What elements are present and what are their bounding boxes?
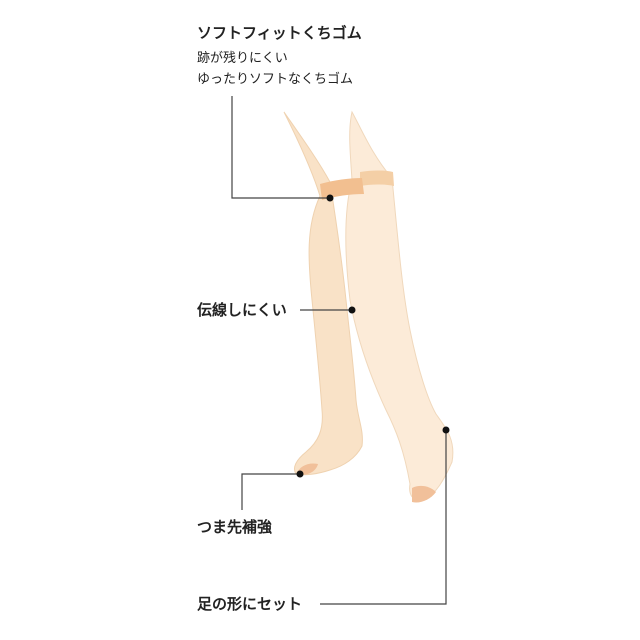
leader-toe bbox=[241, 473, 300, 510]
dot-top bbox=[326, 194, 334, 202]
back-leg-band bbox=[360, 170, 394, 186]
callout-toe-title: つま先補強 bbox=[197, 518, 273, 536]
leader-top bbox=[231, 96, 330, 199]
callout-middle-title: 伝線しにくい bbox=[197, 301, 287, 319]
callout-top-line-2: ゆったりソフトなくちゴム bbox=[197, 72, 354, 87]
leader-fit bbox=[320, 430, 447, 605]
toe-patch bbox=[412, 485, 436, 503]
dot-fit bbox=[442, 426, 450, 434]
callout-top-line-1: 跡が残りにくい bbox=[197, 51, 288, 66]
callout-fit-title: 足の形にセット bbox=[197, 595, 303, 613]
dot-toe bbox=[296, 470, 304, 478]
front-leg bbox=[283, 111, 363, 476]
callout-top-title: ソフトフィットくちゴム bbox=[197, 24, 362, 42]
dot-middle bbox=[348, 306, 356, 314]
front-leg-band bbox=[320, 178, 364, 200]
